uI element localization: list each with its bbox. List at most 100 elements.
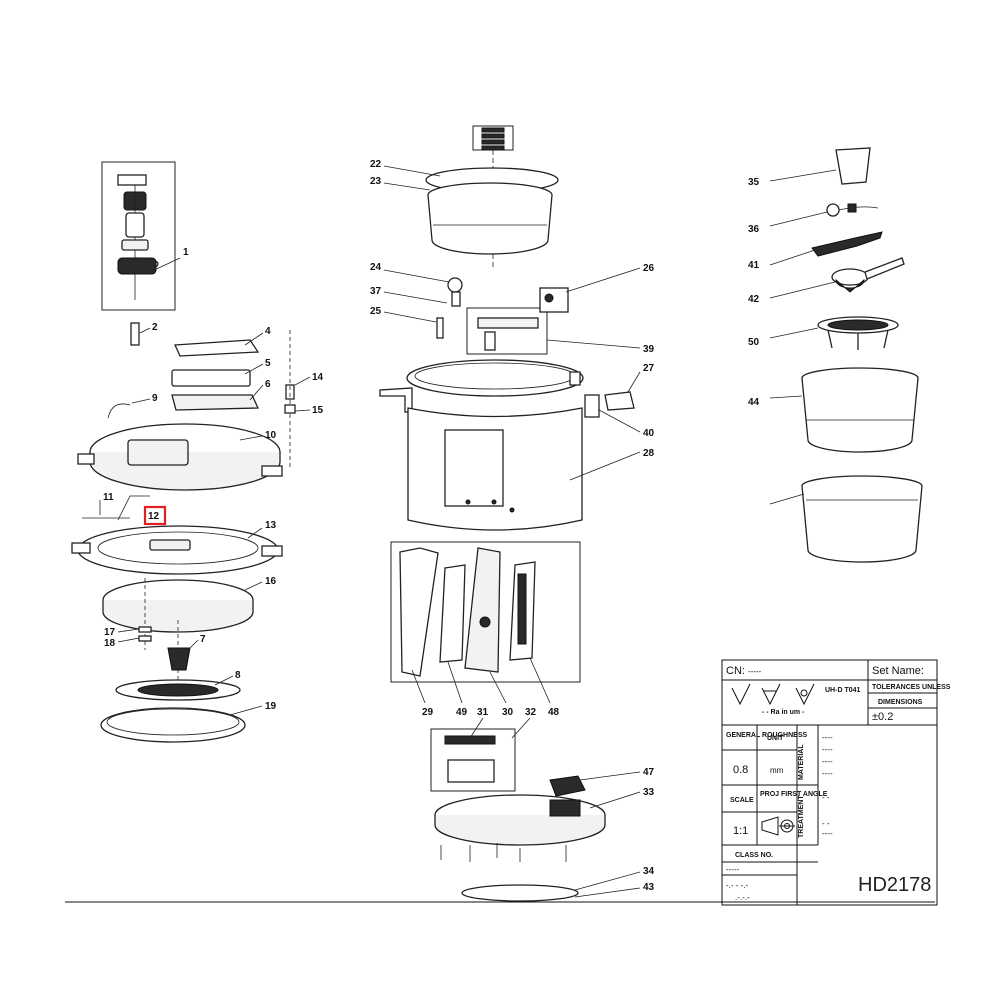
part-label-36: 39	[643, 344, 655, 355]
material-label: MATERIAL	[798, 744, 805, 780]
part-label-43: 44	[748, 397, 760, 408]
part-label-42: 42	[748, 294, 760, 305]
inner-pot-43	[801, 367, 919, 453]
board-box	[430, 728, 516, 792]
part-label-8: 8	[235, 670, 241, 681]
foot-plate-34	[461, 884, 579, 902]
part-label-16: 16	[265, 576, 277, 587]
measuring-cup	[835, 147, 871, 185]
class-label: CLASS NO.	[735, 852, 773, 859]
part-label-19: 19	[265, 701, 277, 712]
seal-plate-8	[115, 679, 241, 701]
dimensions-label: DIMENSIONS	[878, 699, 923, 706]
part-label-26: 26	[643, 263, 655, 274]
part-label-5: 5	[265, 358, 271, 369]
nut-15	[284, 404, 296, 414]
leader-1	[149, 257, 181, 273]
power-cord	[826, 203, 879, 217]
control-panel-box	[390, 541, 581, 683]
part-label-33: 33	[643, 787, 655, 798]
part-label-25: 25	[370, 306, 382, 317]
unit-value: mm	[770, 766, 784, 775]
washer-17	[138, 626, 152, 633]
model-code: HD2178	[858, 874, 931, 896]
sealing-ring-19	[100, 707, 246, 743]
part-label-18: 18	[104, 638, 116, 649]
treatment-line-2: - -	[822, 819, 830, 828]
title-block: CN: ----- Set Name: TOLERANCES UNLESS DI…	[721, 659, 951, 906]
screw-14	[285, 384, 295, 400]
panel-30	[464, 547, 501, 673]
part-label-11: 13	[265, 520, 277, 531]
part-label-30: 30	[502, 707, 514, 718]
scale-label: SCALE	[730, 797, 754, 804]
valve-pin	[130, 322, 140, 346]
bracket-26	[539, 287, 569, 313]
part-label-13[interactable]: 12	[148, 511, 160, 522]
part-label-4: 4	[265, 326, 271, 337]
class-line-3: .-.-.-	[735, 893, 750, 902]
wire-13	[117, 495, 150, 521]
knob-46	[549, 775, 586, 797]
lid-liner	[102, 579, 254, 633]
part-label-22: 22	[370, 159, 382, 170]
body-assembly-group: 22 23 24 37 25 39 26	[370, 125, 655, 902]
part-label-17: 17	[104, 627, 116, 638]
part-label-40: 40	[643, 428, 655, 439]
coil-element	[481, 127, 505, 151]
part-label-35: 37	[370, 286, 382, 297]
tolerance-value: ±0.2	[872, 711, 893, 723]
part-label-29: 29	[422, 707, 434, 718]
panel-29	[399, 547, 439, 677]
part-label-14: 14	[312, 372, 324, 383]
part-label-10: 10	[265, 430, 277, 441]
inner-lid	[71, 525, 283, 575]
part-label-15: 15	[312, 405, 324, 416]
part-label-34: 34	[643, 866, 655, 877]
material-line-3: ----	[822, 757, 833, 766]
part-label-31: 31	[477, 707, 489, 718]
part-label-39: 36	[748, 224, 760, 235]
pressure-valve-stack	[117, 174, 159, 300]
material-line-2: ----	[822, 745, 833, 754]
valve-nut-7	[167, 647, 191, 671]
part-label-24: 24	[370, 262, 382, 273]
part-label-44: 48	[548, 707, 560, 718]
lid-assembly-group: 1 2 4 5 6 9 14 15	[71, 161, 324, 743]
cn-value: -----	[748, 667, 762, 676]
part-label-46: 47	[643, 767, 655, 778]
panel-45	[439, 564, 466, 663]
general-roughness-label: GENERAL ROUGHNESS	[726, 732, 807, 739]
class-line-1: -----	[726, 865, 740, 874]
highlight-box[interactable]	[143, 505, 167, 526]
panel-44	[509, 561, 536, 661]
treatment-label: TREATMENT	[798, 795, 805, 838]
unit-label: UNIT	[767, 735, 784, 742]
part-label-47: 43	[643, 882, 655, 893]
body-top-ring	[379, 359, 584, 413]
steam-rack	[817, 316, 899, 350]
roughness-note: - - Ra in um -	[762, 709, 805, 716]
outer-lid	[77, 423, 283, 491]
part-label-32: 32	[525, 707, 537, 718]
part-label-27: 27	[643, 363, 655, 374]
part-label-41: 41	[748, 260, 760, 271]
roughness-symbols	[731, 683, 815, 706]
class-line-2: -.- - -.-	[726, 881, 749, 890]
part-label-7: 7	[200, 634, 206, 645]
part-label-49: 50	[748, 337, 760, 348]
accessories-group: 35 36 41 42 50	[748, 147, 923, 563]
rice-paddle	[811, 231, 883, 257]
set-name-label: Set Name:	[872, 665, 924, 677]
outer-shell-28	[407, 407, 583, 531]
handle-27	[604, 391, 635, 411]
roughness-value: 0.8	[733, 764, 748, 776]
scale-value: 1:1	[733, 825, 748, 837]
part-label-9: 9	[152, 393, 158, 404]
base-screws	[440, 843, 567, 862]
lid-handle-top	[174, 339, 260, 357]
inner-cover-pot	[425, 167, 559, 255]
soup-ladle	[831, 257, 905, 293]
part-label-23: 23	[370, 176, 382, 187]
